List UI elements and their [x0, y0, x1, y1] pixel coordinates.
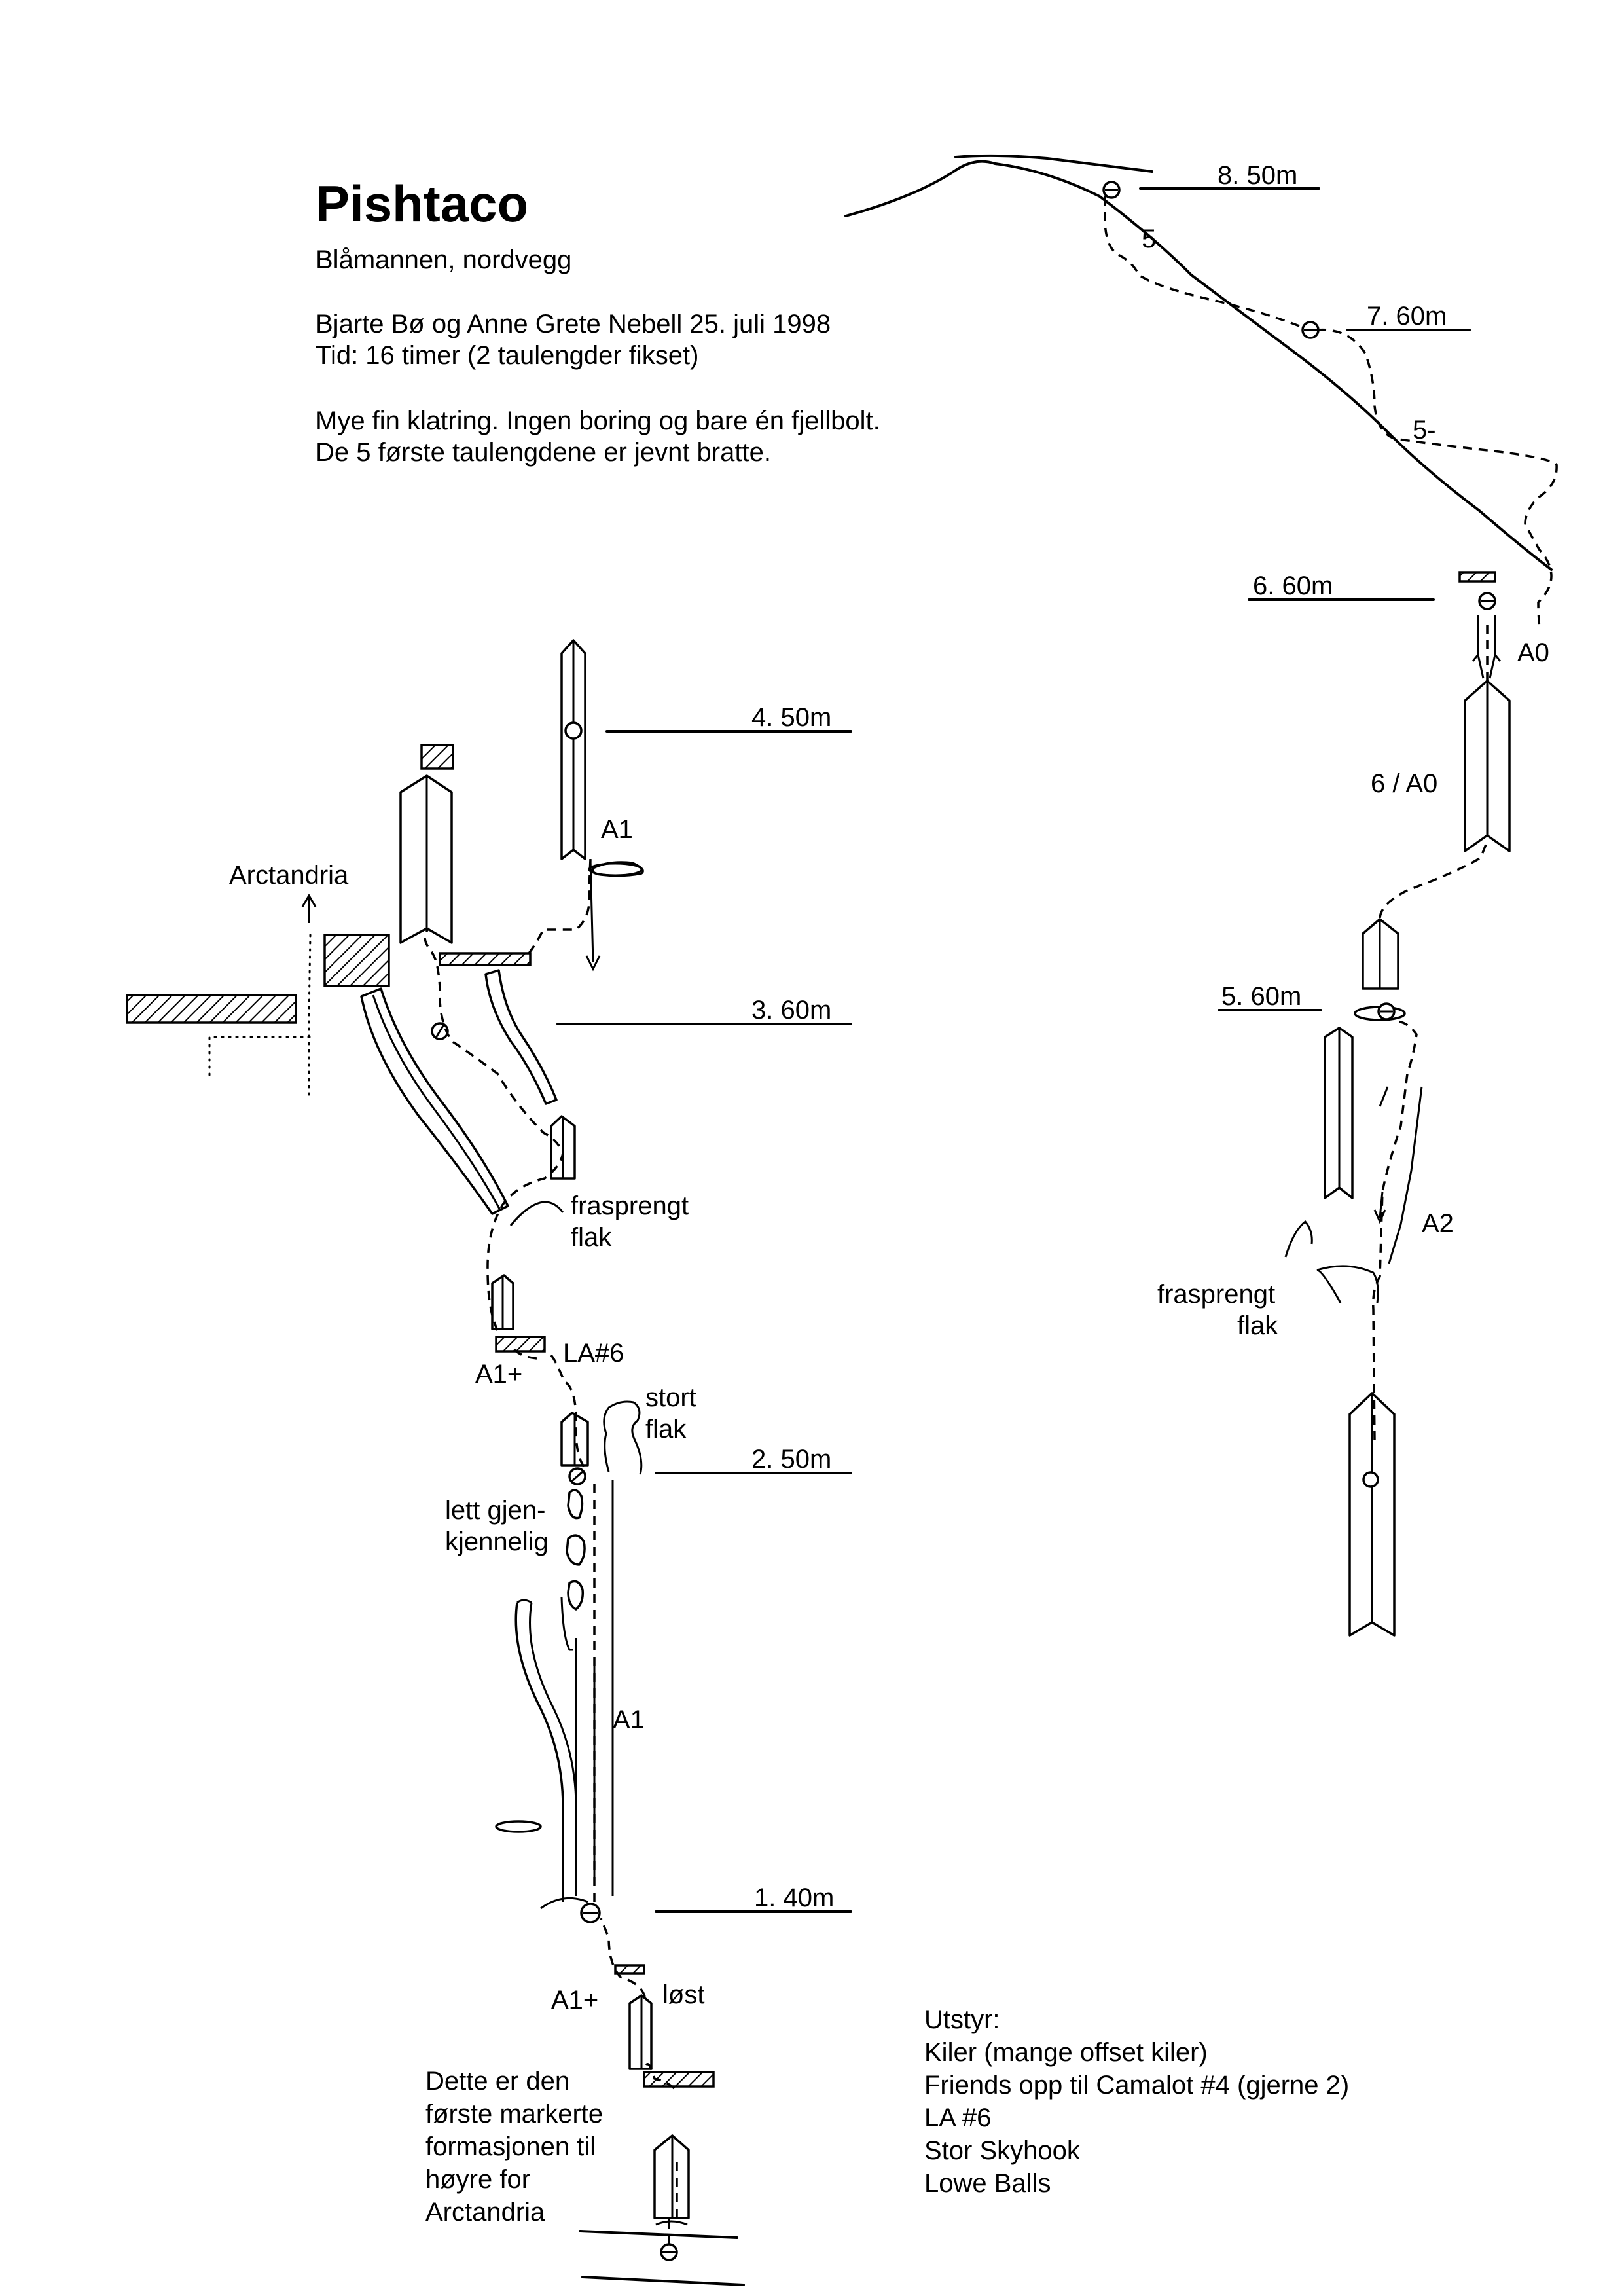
pitch-5-label: 5. 60m: [1221, 982, 1301, 1011]
route-line-left: [424, 858, 678, 2244]
a1-pitch4-label: A1: [601, 815, 633, 844]
start-note-1: Dette er den: [425, 2067, 569, 2096]
route-end-arrow-p4: [585, 858, 601, 972]
arctandria-label: Arctandria: [229, 861, 349, 890]
pitch-5-a2-crack: [1388, 1086, 1423, 1264]
ground-line: [579, 2230, 738, 2239]
arctandria-dotted-path: [308, 934, 312, 1096]
route-line-right: [1104, 196, 1558, 1441]
pitch-2-label: 2. 50m: [751, 1445, 831, 1474]
pitch-4-bolt: [564, 721, 583, 740]
knob-1: [567, 1489, 584, 1520]
grade-5minus-label: 5-: [1413, 416, 1436, 445]
lost-label: løst: [662, 1980, 704, 2009]
equipment-item: Friends opp til Camalot #4 (gjerne 2): [924, 2071, 1349, 2100]
start-note-3: formasjonen til: [425, 2132, 596, 2161]
equipment-list: Utstyr: Kiler (mange offset kiler) Frien…: [924, 2005, 1349, 2198]
start-note-4: høyre for: [425, 2165, 530, 2194]
time-line: Tid: 16 timer (2 taulengder fikset): [316, 341, 698, 370]
frasprengt-left-label-2: flak: [571, 1223, 612, 1252]
a1-pitch1-label: A1: [613, 1705, 645, 1734]
frasprengt-flak-right-top: [1284, 1220, 1313, 1258]
pitch-1-flake-outer: [514, 1602, 564, 1902]
right-wall: [844, 154, 1553, 1637]
start-roof: [643, 2071, 715, 2088]
lett-label-2: kjennelig: [445, 1527, 549, 1556]
a0-label: A0: [1517, 638, 1549, 667]
frasprengt-right-label-1: frasprengt: [1157, 1280, 1275, 1309]
left-annotations: Arctandria A1 frasprengt flak LA#6 A1+ s…: [229, 815, 704, 2227]
first-ascent-line: Bjarte Bø og Anne Grete Nebell 25. juli …: [316, 310, 831, 338]
pitch-6-a0-crack: [1477, 615, 1496, 655]
left-wall: [126, 639, 745, 2286]
header: Pishtaco Blåmannen, nordvegg Bjarte Bø o…: [316, 175, 880, 467]
arctandria-roof: [126, 994, 297, 1024]
frasprengt-flak-left: [509, 1201, 564, 1226]
location-subtitle: Blåmannen, nordvegg: [316, 246, 571, 274]
equipment-item: Kiler (mange offset kiler): [924, 2038, 1208, 2067]
equipment-item: Stor Skyhook: [924, 2136, 1081, 2165]
summit-ridge: [844, 160, 1553, 571]
la6-roof: [495, 1336, 546, 1353]
pitch-5-bottom-bolt: [1362, 1471, 1379, 1488]
grade-5-label: 5: [1142, 225, 1156, 253]
a2-label: A2: [1422, 1209, 1454, 1238]
comment-line-1: Mye fin klatring. Ingen boring og bare é…: [316, 407, 880, 435]
lett-label-1: lett gjen-: [445, 1496, 545, 1525]
ground-line-lower: [581, 2276, 745, 2286]
pitch-4-roof: [439, 952, 532, 966]
la6-label: LA#6: [563, 1339, 624, 1368]
pitch-4-label: 4. 50m: [751, 703, 831, 732]
frasprengt-flak-right: [1316, 1265, 1379, 1303]
start-note-2: første markerte: [425, 2100, 603, 2128]
pitch-1-label: 1. 40m: [754, 1884, 834, 1912]
equipment-item: Lowe Balls: [924, 2169, 1051, 2198]
frasprengt-right-label-2: flak: [1237, 1311, 1278, 1340]
pitch-6-roof: [1458, 571, 1496, 583]
pitch-3-short-flake: [484, 969, 558, 1105]
pitch-3-long-flake: [360, 987, 509, 1215]
stort-flak: [603, 1400, 643, 1475]
start-note-5: Arctandria: [425, 2198, 545, 2227]
pitch-7-label: 7. 60m: [1367, 302, 1447, 331]
a1plus-lower-label: A1+: [551, 1986, 598, 2014]
pitch-4-small-roof: [420, 744, 454, 770]
pitch-6-label: 6. 60m: [1253, 572, 1333, 600]
a1plus-upper-label: A1+: [475, 1360, 522, 1389]
equipment-heading: Utstyr:: [924, 2005, 1000, 2034]
square-roof-block: [323, 934, 390, 987]
stort-flak-label-1: stort: [645, 1383, 696, 1412]
knob-2: [566, 1534, 586, 1566]
knob-3: [567, 1580, 585, 1611]
stort-flak-label-2: flak: [645, 1415, 687, 1444]
frasprengt-left-label-1: frasprengt: [571, 1192, 689, 1220]
route-title: Pishtaco: [316, 175, 528, 232]
pitch-1-side-flake: [495, 1820, 542, 1833]
right-annotations: 5 5- A0 6 / A0 A2 frasprengt flak: [1142, 225, 1549, 1340]
small-roof-a1plus: [614, 1964, 645, 1975]
comment-line-2: De 5 første taulengdene er jevnt bratte.: [316, 438, 771, 467]
equipment-item: LA #6: [924, 2104, 991, 2132]
grade-6a0-label: 6 / A0: [1371, 769, 1437, 798]
arctandria-arrow: [301, 894, 317, 923]
pitch-markers: 1. 40m 2. 50m 3. 60m 4. 50m 5. 60m 6. 60…: [556, 161, 1471, 1913]
pitch-3-label: 3. 60m: [751, 996, 831, 1025]
pitch-8-label: 8. 50m: [1218, 161, 1297, 190]
